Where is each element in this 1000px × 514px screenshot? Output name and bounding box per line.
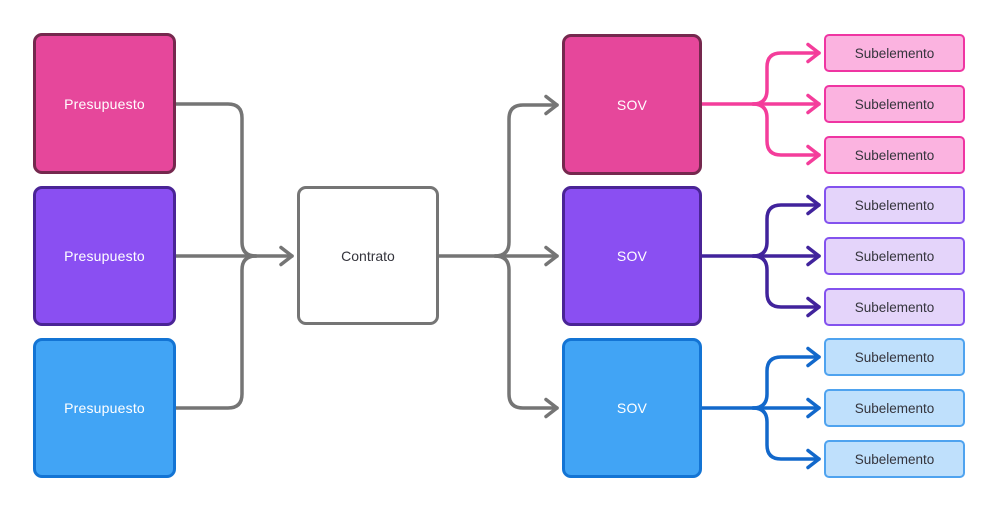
subelemento-purple-3: Subelemento <box>824 288 965 326</box>
edge-sov2-to-sub1 <box>751 203 821 258</box>
edge-sov3-to-sub1 <box>751 355 821 410</box>
arrowhead-purple-top <box>806 194 821 216</box>
subelemento-pink-2-label: Subelemento <box>854 96 935 112</box>
sov-node-3: SOV <box>562 338 702 478</box>
subelemento-purple-2: Subelemento <box>824 237 965 275</box>
subelemento-blue-3: Subelemento <box>824 440 965 478</box>
arrowhead-pink-bottom <box>806 144 821 166</box>
subelemento-purple-1-label: Subelemento <box>854 197 935 213</box>
subelemento-pink-3-label: Subelemento <box>854 147 935 163</box>
arrowhead-into-sov3 <box>544 397 559 419</box>
presupuesto-label-2: Presupuesto <box>64 248 145 264</box>
blue-connectors <box>700 346 821 470</box>
arrowhead-purple-mid <box>806 245 821 267</box>
subelemento-blue-2-label: Subelemento <box>854 400 935 416</box>
sov-label-1: SOV <box>616 96 648 113</box>
edge-sov2-to-sub3 <box>751 254 821 309</box>
arrowhead-into-sov2 <box>544 245 559 267</box>
arrowhead-pink-mid <box>806 93 821 115</box>
purple-connectors <box>700 194 821 318</box>
presupuesto-node-2: Presupuesto <box>33 186 176 326</box>
arrowhead-blue-bottom <box>806 448 821 470</box>
edge-sov1-to-sub3 <box>751 102 821 157</box>
presupuesto-node-1: Presupuesto <box>33 33 176 174</box>
gray-connectors <box>174 94 559 419</box>
subelemento-purple-2-label: Subelemento <box>854 248 935 264</box>
presupuesto-node-3: Presupuesto <box>33 338 176 478</box>
subelemento-blue-2: Subelemento <box>824 389 965 427</box>
arrowhead-purple-bottom <box>806 296 821 318</box>
arrowhead-blue-mid <box>806 397 821 419</box>
subelemento-purple-3-label: Subelemento <box>854 299 935 315</box>
edge-contrato-to-sov3 <box>493 254 559 410</box>
subelemento-pink-3: Subelemento <box>824 136 965 174</box>
arrowhead-into-contrato <box>279 245 294 267</box>
subelemento-purple-1: Subelemento <box>824 186 965 224</box>
sov-label-2: SOV <box>616 248 648 264</box>
sov-label-3: SOV <box>616 400 648 416</box>
edge-sov3-to-sub3 <box>751 406 821 461</box>
arrowhead-into-sov1 <box>544 94 559 116</box>
edge-sov1-to-sub1 <box>751 51 821 106</box>
subelemento-blue-3-label: Subelemento <box>854 451 935 467</box>
edge-contrato-to-sov1 <box>493 103 559 258</box>
pink-connectors <box>700 42 821 166</box>
contrato-node: Contrato <box>297 186 439 325</box>
subelemento-pink-1: Subelemento <box>824 34 965 72</box>
presupuesto-label-3: Presupuesto <box>64 400 145 416</box>
edge-presupuesto1-to-contrato <box>174 102 258 258</box>
arrowhead-blue-top <box>806 346 821 368</box>
subelemento-pink-1-label: Subelemento <box>854 45 935 61</box>
subelemento-blue-1-label: Subelemento <box>854 349 935 365</box>
presupuesto-label-1: Presupuesto <box>64 95 145 112</box>
edge-presupuesto3-to-contrato <box>174 254 258 410</box>
arrowhead-pink-top <box>806 42 821 64</box>
subelemento-blue-1: Subelemento <box>824 338 965 376</box>
sov-node-1: SOV <box>562 34 702 175</box>
subelemento-pink-2: Subelemento <box>824 85 965 123</box>
sov-node-2: SOV <box>562 186 702 326</box>
contrato-label: Contrato <box>341 247 395 264</box>
